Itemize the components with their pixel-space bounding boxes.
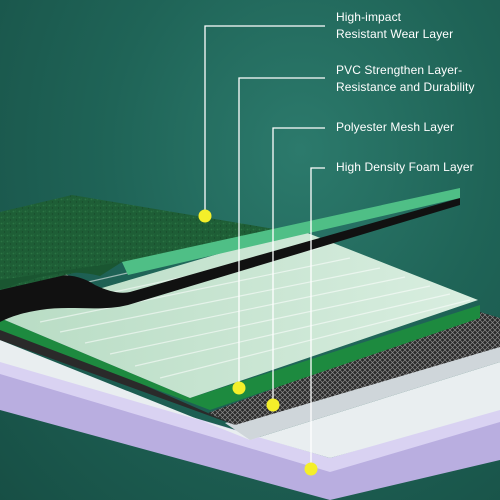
label-line: PVC Strengthen Layer-: [336, 63, 463, 77]
label-line: High-impact: [336, 10, 402, 24]
callout-line-foam: [310, 167, 325, 469]
callout-dot-icon: [266, 398, 280, 412]
callout-dot-icon: [232, 381, 246, 395]
callout-lines: [204, 25, 325, 469]
white-layer: [0, 340, 500, 458]
label-line: Resistant Wear Layer: [336, 27, 454, 41]
label-wear-layer: High-impact Resistant Wear Layer: [336, 9, 453, 43]
label-line: Polyester Mesh Layer: [336, 120, 455, 134]
callout-dot-icon: [304, 462, 318, 476]
label-mesh-layer: Polyester Mesh Layer: [336, 119, 454, 136]
label-pvc-layer: PVC Strengthen Layer- Resistance and Dur…: [336, 62, 475, 96]
label-line: Resistance and Durability: [336, 80, 475, 94]
callout-line-mesh: [272, 127, 325, 405]
callout-dots: [198, 209, 318, 476]
label-line: High Density Foam Layer: [336, 160, 474, 174]
foam-layer: [0, 360, 500, 500]
callout-line-wear: [204, 25, 325, 216]
label-foam-layer: High Density Foam Layer: [336, 159, 474, 176]
callout-dot-icon: [198, 209, 212, 223]
callout-line-pvc: [238, 77, 325, 388]
